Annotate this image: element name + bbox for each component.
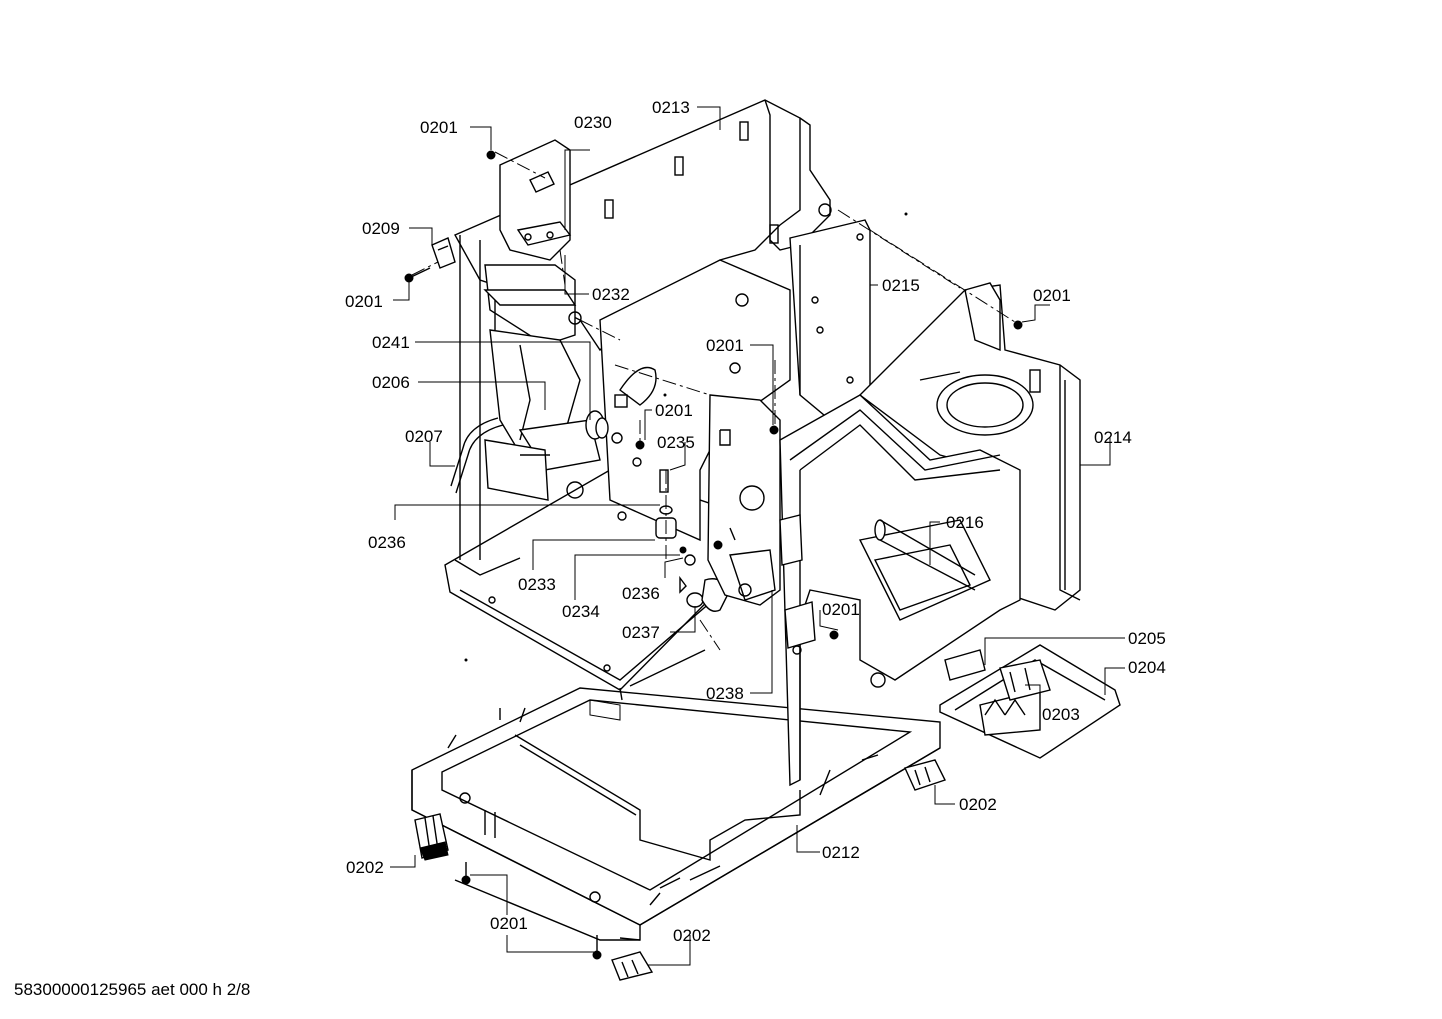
- part-label-0203: 0203: [1042, 705, 1080, 724]
- part-label-0209: 0209: [362, 219, 400, 238]
- part-label-0202: 0202: [673, 926, 711, 945]
- part-label-0216: 0216: [946, 513, 984, 532]
- part-label-0215: 0215: [882, 276, 920, 295]
- part-label-0214: 0214: [1094, 428, 1132, 447]
- part-label-0236: 0236: [622, 584, 660, 603]
- screw-part: [461, 862, 471, 885]
- foot-part: [414, 813, 449, 861]
- part-label-0201: 0201: [706, 336, 744, 355]
- part-label-0235: 0235: [657, 433, 695, 452]
- part-label-0204: 0204: [1128, 658, 1166, 677]
- part-label-0236: 0236: [368, 533, 406, 552]
- part-label-0212: 0212: [822, 843, 860, 862]
- part-label-0241: 0241: [372, 333, 410, 352]
- switch-part: [944, 649, 1051, 701]
- stray-dot: [663, 393, 667, 397]
- tray-part: [939, 644, 1121, 759]
- part-label-0237: 0237: [622, 623, 660, 642]
- clip-part: [431, 237, 456, 269]
- assembly-guide-lines: [411, 151, 1016, 651]
- base-frame-part: [411, 687, 941, 941]
- part-label-0205: 0205: [1128, 629, 1166, 648]
- bracket-part: [499, 139, 572, 261]
- part-label-0232: 0232: [592, 285, 630, 304]
- part-labels: 0201 0230 0213 0209 0201 0232 0215 0201 …: [345, 98, 1166, 945]
- screw-part: [592, 935, 602, 960]
- part-label-0201: 0201: [345, 292, 383, 311]
- part-label-0238: 0238: [706, 684, 744, 703]
- stray-dot: [464, 658, 468, 662]
- part-label-0201: 0201: [822, 600, 860, 619]
- foot-part: [904, 759, 946, 791]
- chassis-side-part: [779, 394, 1021, 787]
- leader-lines: [390, 106, 1125, 966]
- document-reference: 58300000125965 aet 000 h 2/8: [14, 980, 251, 999]
- hose-part: [450, 417, 499, 487]
- part-label-0234: 0234: [562, 602, 600, 621]
- part-label-0202: 0202: [959, 795, 997, 814]
- part-label-0206: 0206: [372, 373, 410, 392]
- left-assembly-part: [483, 264, 601, 501]
- part-label-0201: 0201: [490, 914, 528, 933]
- part-label-0233: 0233: [518, 575, 556, 594]
- part-label-0207: 0207: [405, 427, 443, 446]
- part-label-0201: 0201: [1033, 286, 1071, 305]
- hose-part: [455, 424, 504, 494]
- part-label-0202: 0202: [346, 858, 384, 877]
- part-label-0213: 0213: [652, 98, 690, 117]
- part-label-0201: 0201: [655, 401, 693, 420]
- valve-bracket-part: [707, 394, 781, 606]
- part-label-0230: 0230: [574, 113, 612, 132]
- foot-part: [611, 951, 654, 981]
- part-label-0201: 0201: [420, 118, 458, 137]
- stray-dot: [904, 212, 908, 216]
